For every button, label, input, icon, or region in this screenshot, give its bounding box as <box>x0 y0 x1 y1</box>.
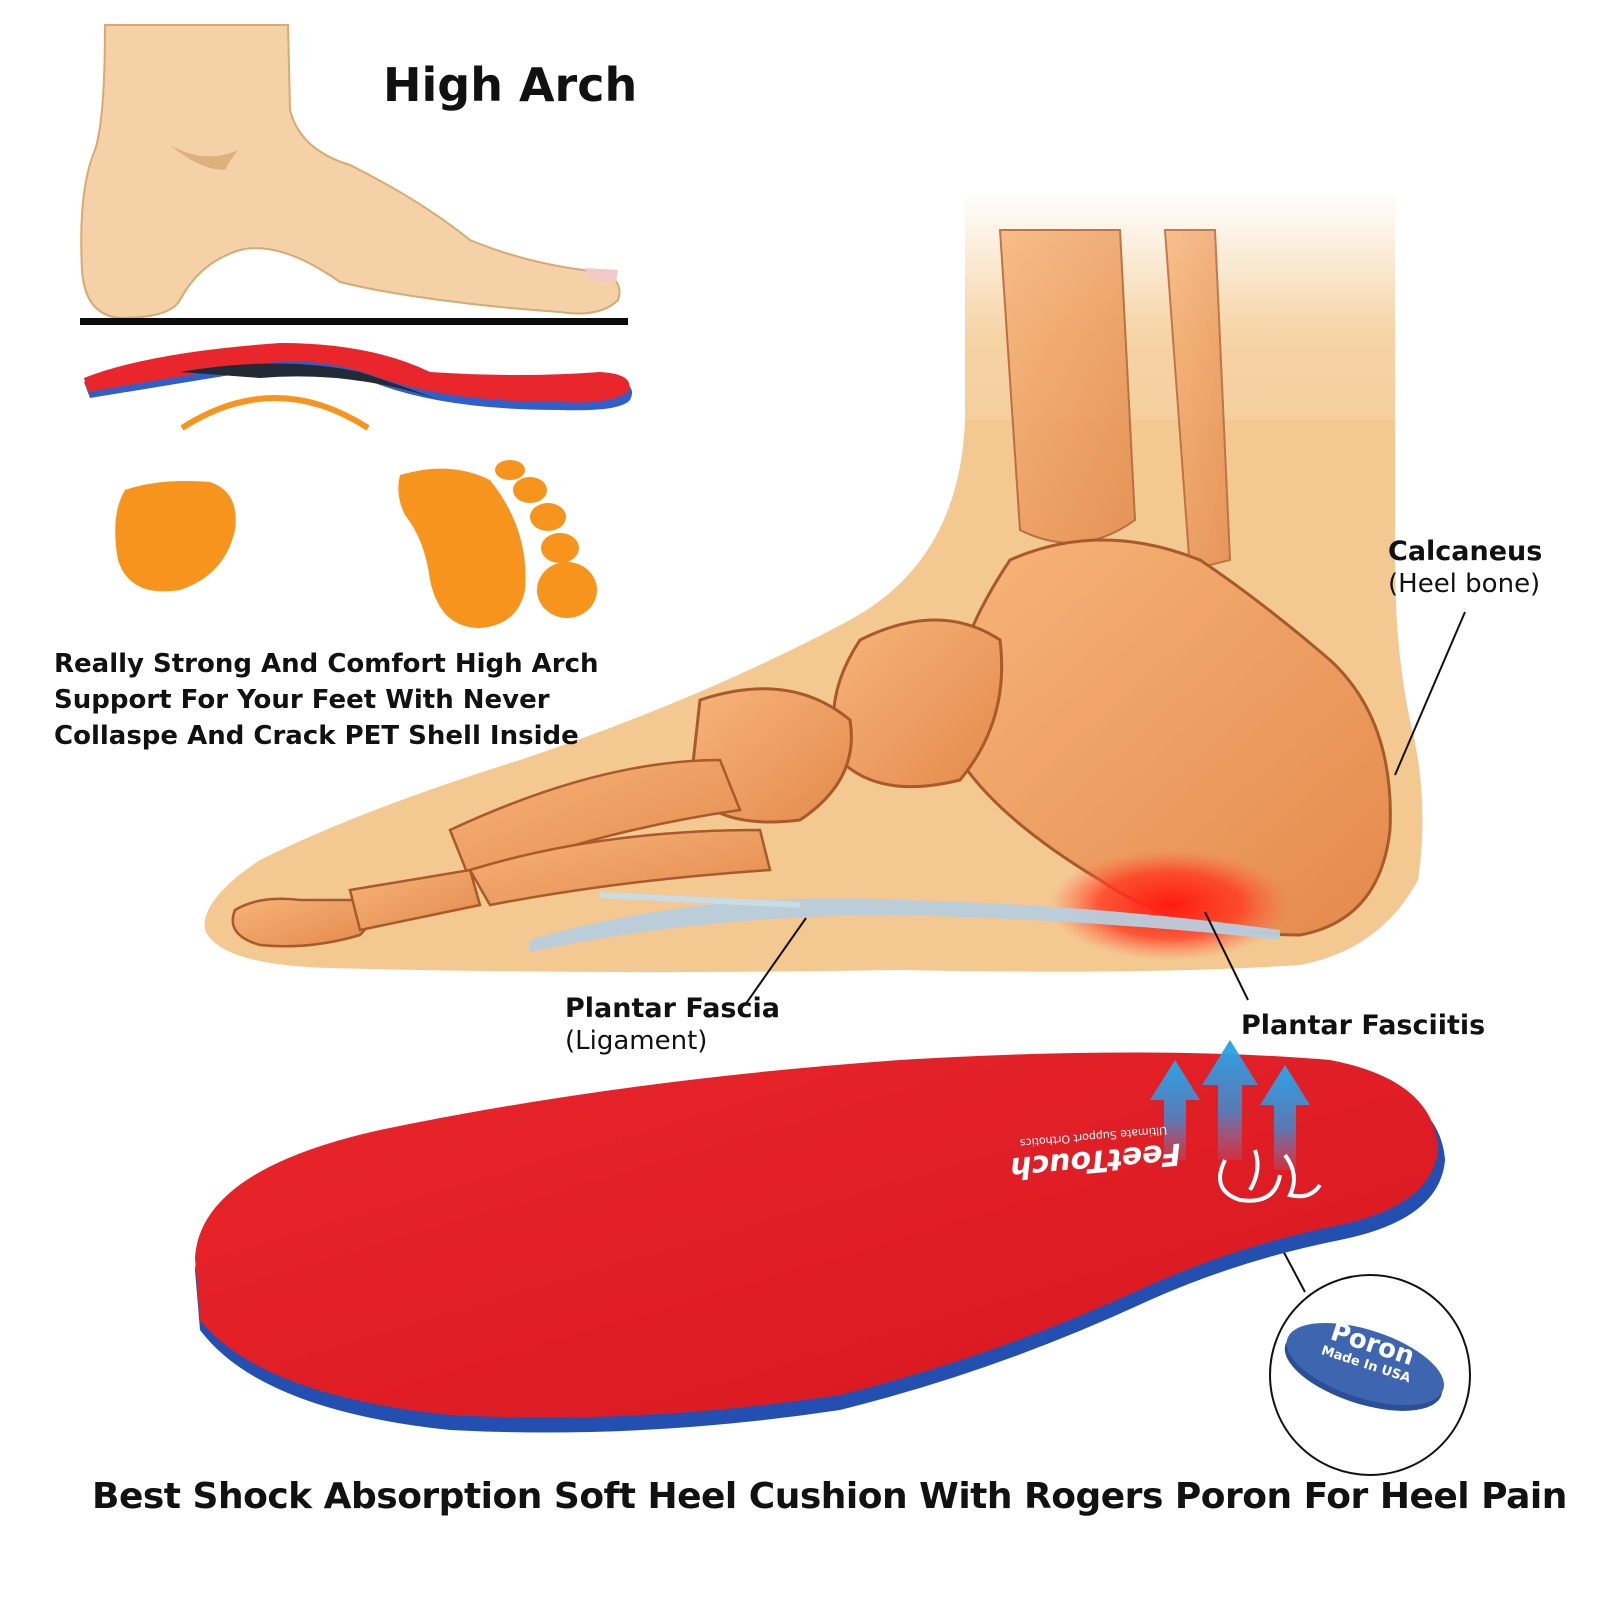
ground-line <box>80 318 628 325</box>
poron-badge-icon <box>1284 1322 1445 1411</box>
footer-headline: Best Shock Absorption Soft Heel Cushion … <box>92 1476 1567 1517</box>
high-arch-foot-icon <box>80 24 621 320</box>
insole-side-view <box>84 343 632 411</box>
large-insole-product <box>195 1052 1445 1433</box>
high-arch-caption: Really Strong And Comfort High Arch Supp… <box>54 646 599 754</box>
calcaneus-name: Calcaneus <box>1388 536 1543 567</box>
shock-absorption-arrows-icon <box>1150 1040 1310 1170</box>
caption-line-3: Collaspe And Crack PET Shell Inside <box>54 721 579 751</box>
leader-lines <box>744 611 1466 1293</box>
high-arch-title: High Arch <box>383 58 638 112</box>
plantar-fascia-subtitle: (Ligament) <box>565 1026 708 1056</box>
plantar-fascia-label: Plantar Fascia (Ligament) <box>565 993 780 1057</box>
calcaneus-label: Calcaneus (Heel bone) <box>1388 536 1542 600</box>
arch-curve-icon <box>180 395 370 431</box>
plantar-fasciitis-label: Plantar Fasciitis <box>1241 1010 1486 1041</box>
caption-line-2: Support For Your Feet With Never <box>54 685 550 715</box>
brand-logo-icon <box>1218 1149 1322 1203</box>
anatomy-foot-illustration <box>204 190 1423 973</box>
calcaneus-subtitle: (Heel bone) <box>1388 569 1541 599</box>
plantar-fascia-name: Plantar Fascia <box>565 993 780 1024</box>
footprint-icon <box>115 460 597 628</box>
caption-line-1: Really Strong And Comfort High Arch <box>54 649 599 679</box>
